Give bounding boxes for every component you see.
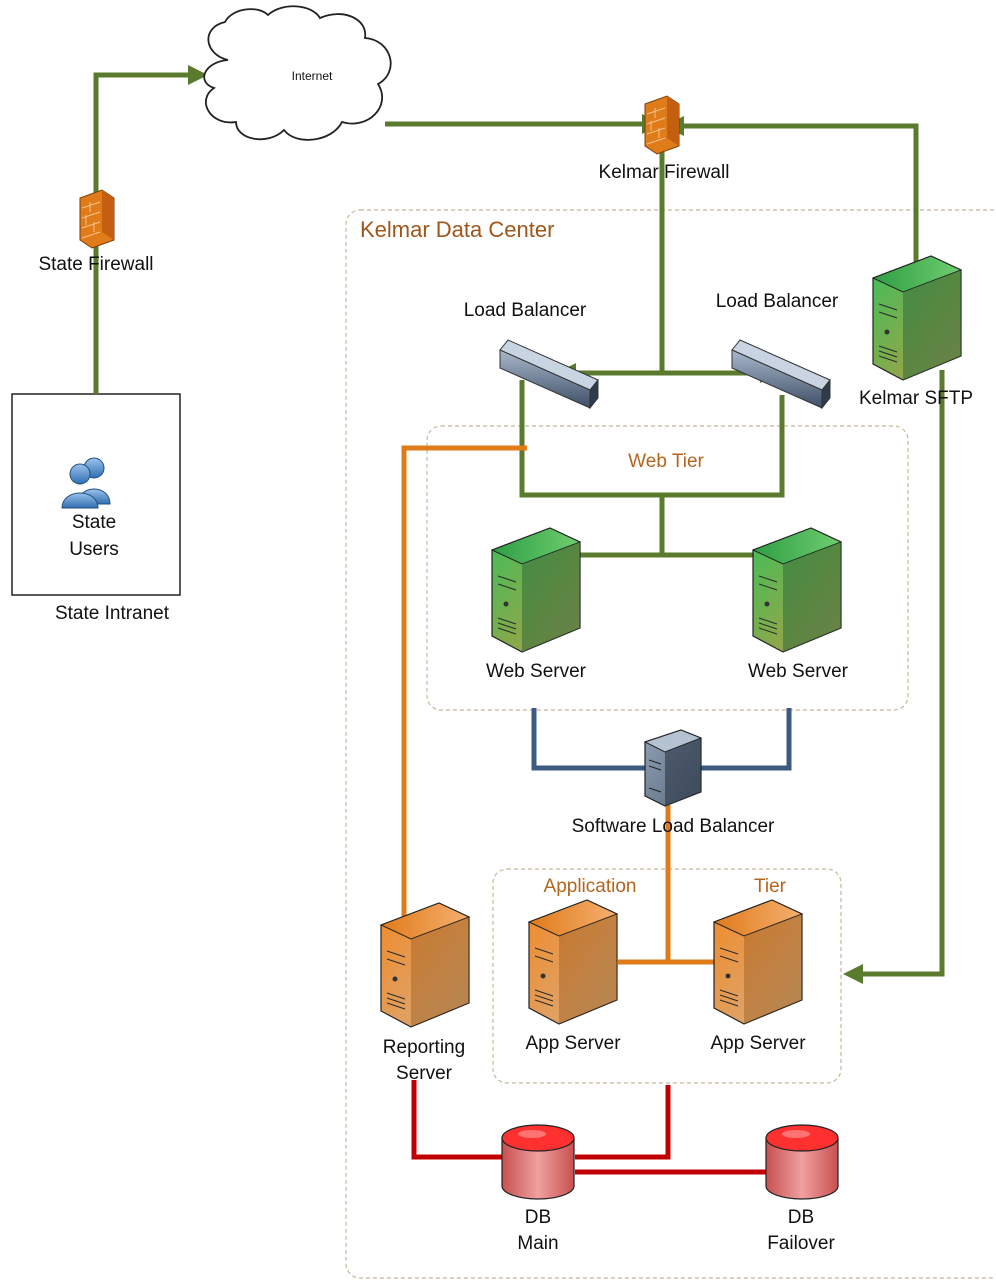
link-web-slb-right — [700, 708, 792, 771]
link-reporting-db — [411, 1080, 502, 1160]
app-server-right-icon — [712, 899, 804, 1025]
link-app-db — [575, 1085, 671, 1160]
state-users-label-1: State — [72, 512, 116, 533]
web-server-right-label: Web Server — [748, 661, 849, 682]
app-tier-label-left: Application — [544, 876, 637, 897]
link-web-slb — [531, 708, 645, 771]
load-balancer-left-icon — [499, 339, 599, 410]
app-server-right-label: App Server — [710, 1033, 806, 1054]
internet-label: Internet — [292, 69, 333, 83]
kelmar-firewall-icon — [644, 95, 680, 155]
web-server-right-icon — [751, 527, 843, 653]
arrow-to-internet — [188, 65, 208, 85]
app-tier-zone — [492, 868, 842, 1084]
db-main-label-2: Main — [517, 1233, 558, 1254]
web-server-left-icon — [490, 527, 582, 653]
load-balancer-right-label: Load Balancer — [716, 291, 839, 312]
db-main-icon — [501, 1124, 575, 1200]
db-failover-label-1: DB — [788, 1207, 814, 1228]
link-sftp-firewall — [680, 123, 919, 262]
load-balancer-right-icon — [731, 339, 831, 410]
load-balancer-left-label: Load Balancer — [464, 300, 587, 321]
state-users-label-2: Users — [69, 539, 119, 560]
reporting-server-label-1: Reporting — [383, 1037, 465, 1058]
link-reporting-web — [401, 445, 527, 918]
kelmar-sftp-label: Kelmar SFTP — [859, 388, 973, 409]
db-failover-icon — [765, 1124, 839, 1200]
software-load-balancer-label: Software Load Balancer — [572, 816, 775, 837]
sftp-server-icon — [871, 255, 963, 381]
software-load-balancer-icon — [643, 729, 703, 807]
web-server-left-label: Web Server — [486, 661, 587, 682]
db-main-label-1: DB — [525, 1207, 551, 1228]
web-tier-label: Web Tier — [628, 451, 704, 472]
link-sftp-app — [860, 370, 945, 977]
arrow-to-app — [843, 964, 863, 984]
app-server-left-icon — [527, 899, 619, 1025]
link-lb-web-bus — [519, 380, 785, 498]
link-intranet-internet — [93, 72, 195, 394]
state-firewall-icon — [79, 189, 115, 249]
app-tier-label-right: Tier — [754, 876, 787, 897]
internet-cloud-icon — [203, 5, 392, 141]
db-failover-label-2: Failover — [767, 1233, 835, 1254]
kelmar-firewall-label: Kelmar Firewall — [599, 162, 730, 183]
reporting-server-label-2: Server — [396, 1063, 453, 1084]
state-intranet-label: State Intranet — [55, 603, 170, 624]
users-icon — [61, 457, 111, 509]
app-server-left-label: App Server — [525, 1033, 621, 1054]
reporting-server-icon — [379, 902, 471, 1028]
state-firewall-label: State Firewall — [38, 254, 153, 275]
web-tier-zone — [426, 425, 909, 711]
data-center-zone — [345, 209, 996, 1279]
data-center-label: Kelmar Data Center — [360, 217, 554, 242]
